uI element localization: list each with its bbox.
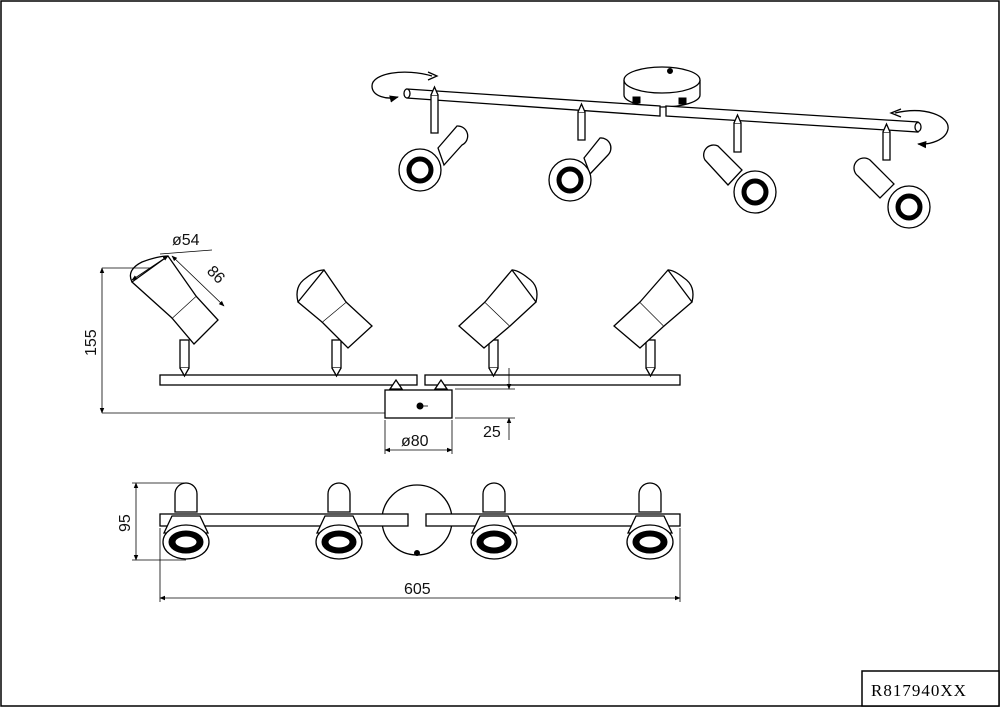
top-view xyxy=(159,482,681,560)
product-code: R817940XX xyxy=(871,681,967,700)
top-spot-4 xyxy=(626,482,674,560)
dim-shade-diameter-label: ø54 xyxy=(172,232,200,249)
top-spot-2 xyxy=(315,482,363,560)
dim-shade-length-label: 86 xyxy=(203,263,228,288)
iso-spot-1 xyxy=(398,85,469,192)
isometric-view xyxy=(371,66,949,229)
iso-spot-2 xyxy=(548,102,612,202)
front-spot-2 xyxy=(296,268,373,378)
dim-depth-label: 95 xyxy=(117,514,134,532)
front-spot-4 xyxy=(613,268,694,378)
iso-canopy xyxy=(623,66,701,108)
iso-spot-4 xyxy=(853,122,931,229)
front-spot-3 xyxy=(458,268,538,378)
front-canopy xyxy=(384,378,453,419)
top-spot-3 xyxy=(470,482,518,560)
rotation-arrow-right xyxy=(889,108,949,149)
dimension-lines xyxy=(99,249,681,602)
rotation-arrow-left xyxy=(371,71,439,103)
dim-canopy-diameter-label: ø80 xyxy=(401,433,429,450)
dim-canopy-height-label: 25 xyxy=(483,424,501,441)
dim-height-label: 155 xyxy=(83,329,100,356)
dim-length-label: 605 xyxy=(404,581,431,598)
iso-spot-3 xyxy=(703,113,777,214)
title-block: R817940XX xyxy=(861,670,1000,707)
front-bar-right xyxy=(424,374,681,386)
front-bar-left xyxy=(159,374,418,386)
iso-bar xyxy=(403,88,922,133)
top-spot-1 xyxy=(162,482,210,560)
